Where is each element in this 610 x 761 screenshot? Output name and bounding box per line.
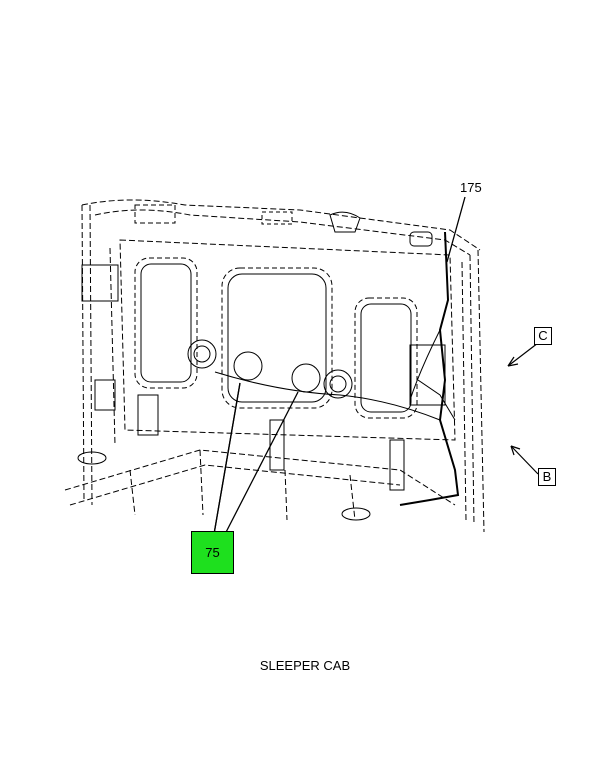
arrow-b-line [510,445,539,475]
arrow-c-line [507,342,539,367]
right-bracket [409,344,456,421]
arrow-c-head [507,356,519,367]
callout-75: 75 [191,531,234,574]
speakers [187,339,353,399]
view-arrows [507,342,539,475]
feet [77,451,371,521]
lower-frame [64,449,456,521]
leader-175 [446,196,466,263]
callout-175: 175 [460,180,482,195]
callout-c: C [534,327,552,345]
inner-panel [109,239,456,446]
panel-openings [134,257,418,419]
leader-75-b [221,391,299,541]
callout-b: B [538,468,556,486]
left-bracket [81,264,405,491]
top-brackets [134,204,433,247]
wiring-harness [214,231,460,506]
figure-caption: SLEEPER CAB [259,658,351,673]
leader-75-c [212,382,241,541]
arrow-b-head [510,445,521,456]
cab-panel-outline [81,199,485,533]
leader-lines [212,196,466,541]
